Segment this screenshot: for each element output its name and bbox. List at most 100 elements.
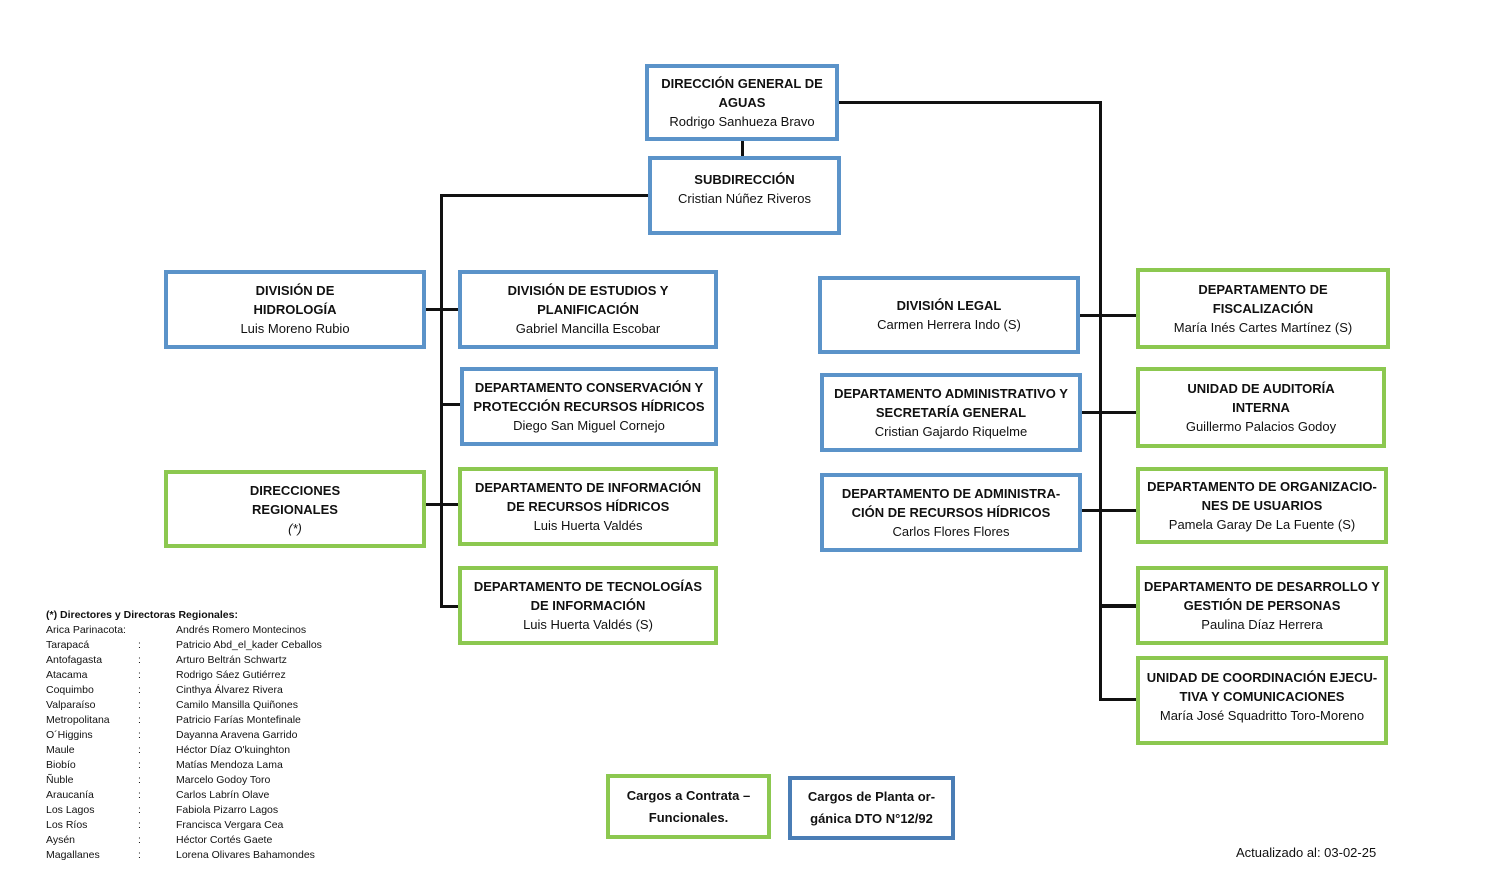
regional-director-row: Ñuble: Marcelo Godoy Toro [46,773,322,788]
region-name: Biobío [46,759,76,771]
auditoria-title-line2: INTERNA [1232,400,1290,415]
administrativo-title-line1: DEPARTAMENTO ADMINISTRATIVO Y [834,386,1068,401]
updated-date: Actualizado al: 03-02-25 [1236,845,1377,860]
informacion-name: Luis Huerta Valdés [533,518,643,533]
separator: : [138,714,141,726]
region-name: Atacama [46,669,88,681]
separator: : [138,774,141,786]
connector-administracion-rh [1080,509,1138,512]
separator: : [138,729,141,741]
separator: : [138,804,141,816]
legend-contrata-line1: Cargos a Contrata – [626,787,751,803]
director-name: Héctor Cortés Gaete [176,834,273,846]
box-depto-administracion-rh: DEPARTAMENTO DE ADMINISTRA- CIÓN DE RECU… [820,473,1082,552]
regionales-title-line2: REGIONALES [252,501,338,517]
director-name: Lorena Olivares Bahamondes [176,849,315,861]
separator: : [138,819,141,831]
box-depto-organizaciones: DEPARTAMENTO DE ORGANIZACIO- NES DE USUA… [1136,467,1388,544]
direccion-title-line2: AGUAS [718,95,766,110]
region-name: Metropolitana [46,714,110,726]
region-name: Los Lagos [46,804,95,816]
organizaciones-title-line2: NES DE USUARIOS [1201,498,1323,513]
region-name: Magallanes [46,849,100,861]
box-direcciones-regionales: DIRECCIONES REGIONALES (*) [164,470,426,548]
connector-subdireccion-left [440,194,651,197]
region-name: Maule [46,744,75,756]
separator: : [138,849,141,861]
legend-planta-line2: gánica DTO N°12/92 [810,811,933,826]
director-name: Marcelo Godoy Toro [176,774,271,786]
separator: : [138,684,141,696]
region-name: Aysén [46,834,75,846]
connector-conservacion [440,403,462,406]
connector-left-trunk [440,194,443,608]
region-name: Los Ríos [46,819,88,831]
regional-director-row: Araucanía:Carlos Labrín Olave [46,788,322,803]
regional-directors-rows: Arica Parinacota: Andrés Romero Montecino… [46,623,322,863]
connector-coordinacion [1099,698,1138,701]
regional-director-row: Magallanes: Lorena Olivares Bahamondes [46,848,322,863]
director-name: Fabiola Pizarro Lagos [176,804,279,816]
director-name: Arturo Beltrán Schwartz [176,654,287,666]
regional-director-row: Arica Parinacota: Andrés Romero Montecino… [46,623,322,638]
personas-title-line2: GESTIÓN DE PERSONAS [1183,598,1341,613]
personas-title-line1: DEPARTAMENTO DE DESARROLLO Y [1144,579,1380,594]
regional-directors-list: (*) Directores y Directoras Regionales: … [46,608,322,863]
legend-contrata-line2: Funcionales. [648,809,729,825]
fiscalizacion-name: María Inés Cartes Martínez (S) [1173,320,1353,335]
separator: : [138,639,141,651]
region-name: Tarapacá [46,639,90,651]
direccion-title-line1: DIRECCIÓN GENERAL DE [661,76,823,91]
regional-director-row: Metropolitana: Patricio Farías Montefinal… [46,713,322,728]
separator: : [138,699,141,711]
tecnologias-name: Luis Huerta Valdés (S) [523,617,653,632]
coordinacion-title-line2: TIVA Y COMUNICACIONES [1179,689,1345,704]
connector-right-trunk [1099,101,1102,701]
box-depto-conservacion: DEPARTAMENTO CONSERVACIÓN Y PROTECCIÓN R… [460,367,718,446]
regional-director-row: Los Lagos: Fabiola Pizarro Lagos [46,803,322,818]
director-name: Patricio Farías Montefinale [176,714,301,726]
regional-director-row: Maule:Héctor Díaz O'kuinghton [46,743,322,758]
separator: : [138,789,141,801]
administrativo-title-line2: SECRETARÍA GENERAL [875,405,1027,420]
regional-director-row: O´Higgins:Dayanna Aravena Garrido [46,728,322,743]
region-name: Ñuble [46,774,74,786]
direccion-name: Rodrigo Sanhueza Bravo [669,114,815,129]
director-name: Patricio Abd_el_kader Ceballos [176,639,322,651]
auditoria-title-line1: UNIDAD DE AUDITORÍA [1187,381,1335,396]
region-name: Coquimbo [46,684,94,696]
director-name: Camilo Mansilla Quiñones [176,699,298,711]
regional-director-row: Aysén:Héctor Cortés Gaete [46,833,322,848]
connector-hidrologia [424,308,461,311]
region-name: Araucanía [46,789,94,801]
regional-director-row: Los Ríos:Francisca Vergara Cea [46,818,322,833]
legal-name: Carmen Herrera Indo (S) [877,317,1021,332]
box-subdireccion: SUBDIRECCIÓN Cristian Núñez Riveros [648,156,841,235]
administracion-rh-title-line1: DEPARTAMENTO DE ADMINISTRA- [841,486,1061,501]
box-depto-personas: DEPARTAMENTO DE DESARROLLO Y GESTIÓN DE … [1136,566,1388,645]
region-name: Arica Parinacota: [46,624,126,636]
fiscalizacion-title-line1: DEPARTAMENTO DE [1198,282,1328,297]
director-name: Andrés Romero Montecinos [176,624,307,636]
director-name: Matías Mendoza Lama [176,759,283,771]
personas-name: Paulina Díaz Herrera [1201,617,1323,632]
administracion-rh-name: Carlos Flores Flores [892,524,1010,539]
separator: : [138,654,141,666]
director-name: Héctor Díaz O'kuinghton [176,744,291,756]
regional-director-row: Biobío:Matías Mendoza Lama [46,758,322,773]
administrativo-name: Cristian Gajardo Riquelme [874,424,1028,439]
box-direccion-general: DIRECCIÓN GENERAL DE AGUAS Rodrigo Sanhu… [645,64,839,141]
regional-director-row: Antofagasta: Arturo Beltrán Schwartz [46,653,322,668]
region-name: O´Higgins [46,729,93,741]
legend-planta: Cargos de Planta or- gánica DTO N°12/92 [788,776,955,840]
box-division-hidrologia: DIVISIÓN DE HIDROLOGÍA Luis Moreno Rubio [164,270,426,349]
connector-personas [1101,604,1138,608]
informacion-title-line2: DE RECURSOS HÍDRICOS [506,499,670,514]
separator: : [138,669,141,681]
connector-direccion-subdireccion [741,138,744,158]
connector-direccion-right [838,101,1102,104]
hidrologia-name: Luis Moreno Rubio [240,321,350,336]
regionales-title-line1: DIRECCIONES [249,482,341,498]
region-name: Antofagasta [46,654,103,666]
coordinacion-title-line1: UNIDAD DE COORDINACIÓN EJECU- [1146,670,1378,685]
